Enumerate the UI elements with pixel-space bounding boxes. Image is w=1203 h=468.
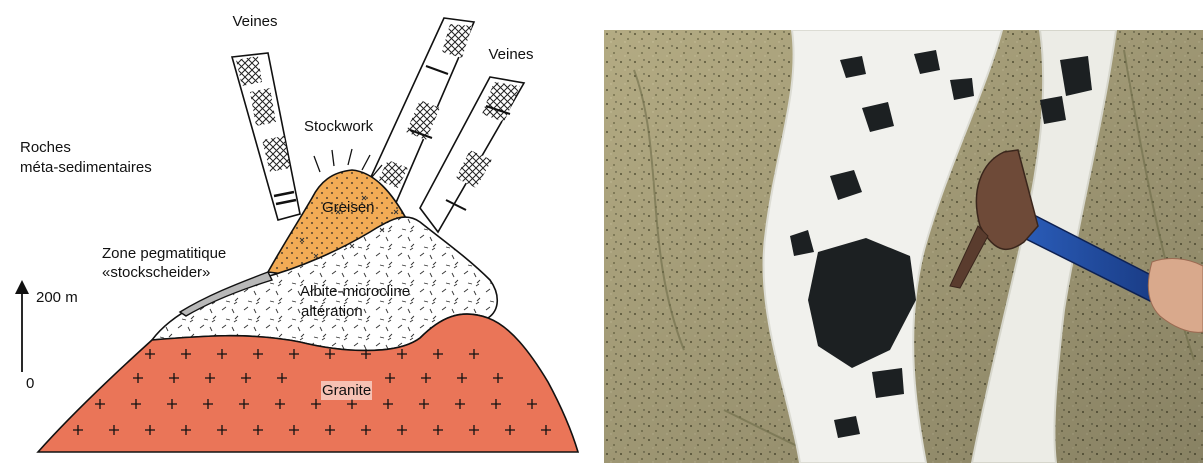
scale-bar bbox=[15, 280, 29, 372]
veines-left-label: Veines bbox=[220, 12, 290, 31]
roches-label-line1: Roches bbox=[20, 138, 71, 157]
pegmatite-label-line1: Zone pegmatitique bbox=[102, 244, 226, 263]
greisen-label: Greisen bbox=[322, 198, 375, 217]
granite-label: Granite bbox=[321, 381, 372, 400]
stockwork-label: Stockwork bbox=[304, 117, 373, 136]
albite-label-line2: altération bbox=[301, 302, 363, 321]
scale-bottom-label: 0 bbox=[26, 374, 34, 393]
albite-label-line1: Albite-microcline bbox=[300, 282, 410, 301]
outcrop-photograph bbox=[604, 30, 1203, 463]
scale-top-label: 200 m bbox=[36, 288, 78, 307]
roches-label-line2: méta-sedimentaires bbox=[20, 158, 152, 177]
geological-cross-section: Veines Veines Roches méta-sedimentaires … bbox=[0, 0, 600, 463]
vein-left bbox=[232, 53, 300, 220]
pegmatite-label-line2: «stockscheider» bbox=[102, 263, 210, 282]
veines-right-label: Veines bbox=[476, 45, 546, 64]
